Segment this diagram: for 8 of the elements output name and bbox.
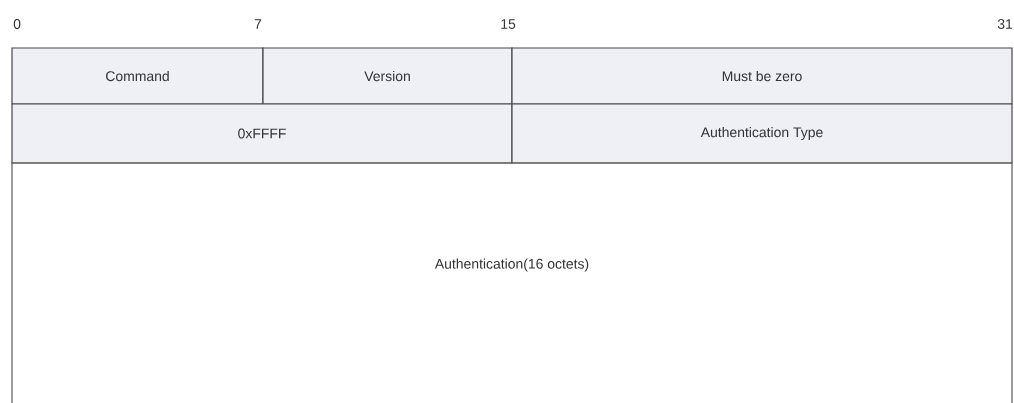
- bit-number: 15: [501, 19, 516, 29]
- bit-number: 31: [997, 19, 1013, 29]
- bit-number: 0: [13, 19, 21, 29]
- field-box: Command: [11, 47, 264, 105]
- field-box: Authentication Type: [511, 103, 1013, 164]
- field-box: Version: [262, 47, 513, 105]
- field-box: Authentication(16 octets): [11, 162, 1013, 403]
- bit-number: 7: [254, 19, 262, 29]
